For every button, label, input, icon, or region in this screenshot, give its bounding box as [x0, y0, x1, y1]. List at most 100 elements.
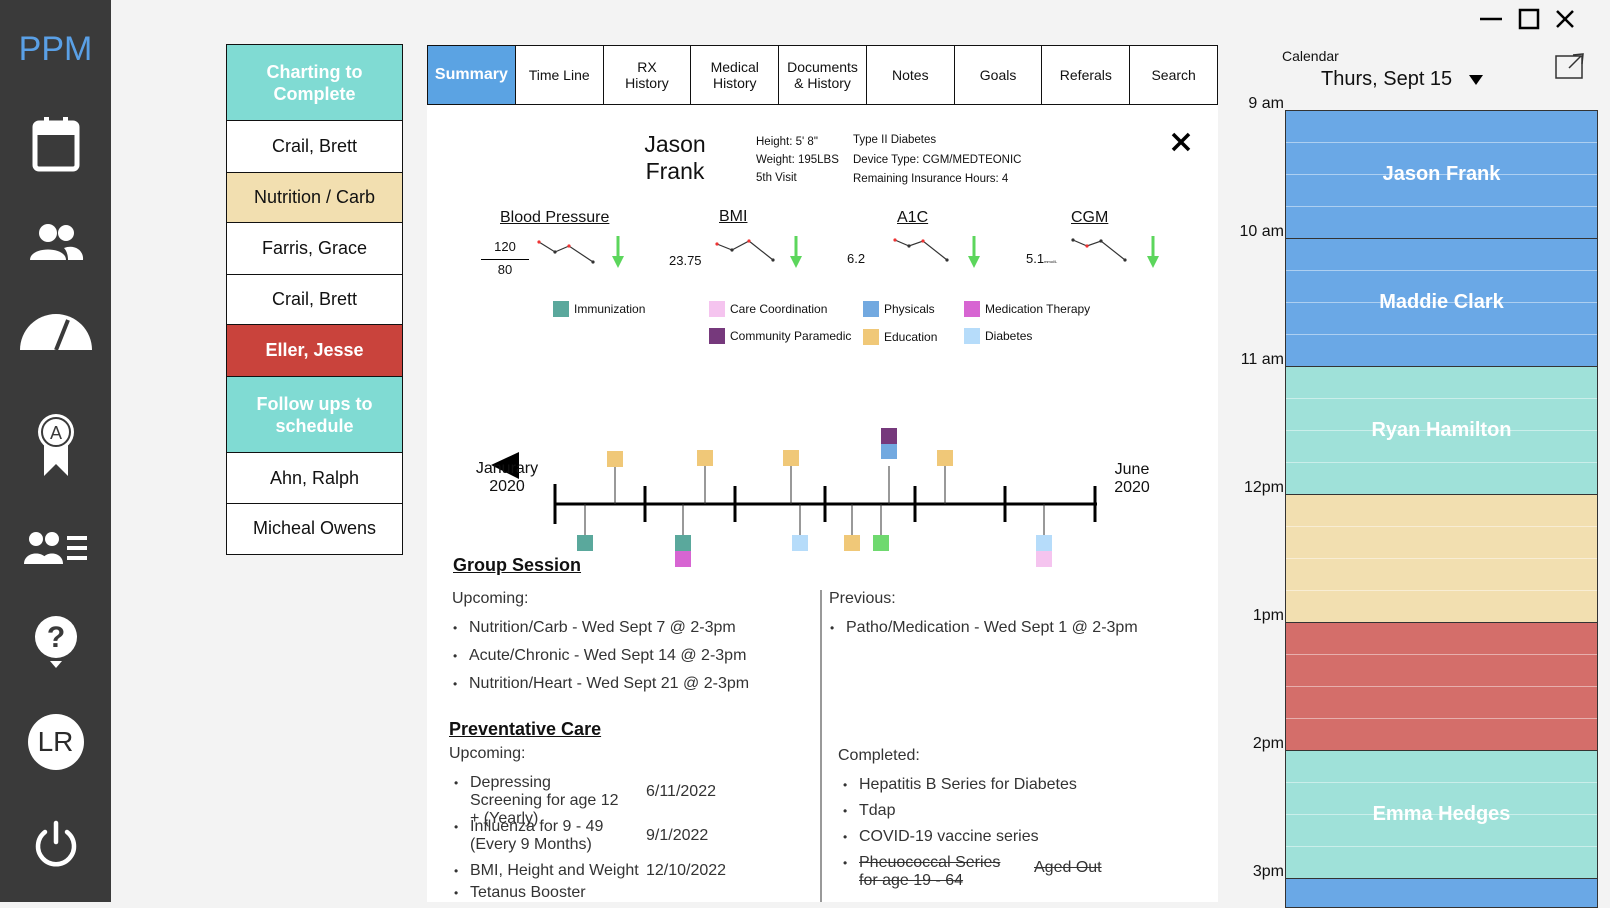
patient-name: Jason Frank	[628, 131, 722, 185]
queue-item[interactable]: Farris, Grace	[226, 222, 403, 275]
bp-trend-arrow-icon	[612, 236, 624, 268]
timeline-event[interactable]	[675, 535, 691, 551]
patient-height: Height: 5' 8"	[756, 136, 818, 148]
tab-summary[interactable]: Summary	[428, 46, 516, 104]
timeline-event[interactable]	[844, 535, 860, 551]
tab-medical-history[interactable]: Medical History	[691, 46, 780, 104]
appointment-block[interactable]	[1285, 878, 1598, 908]
legend-medication-therapy: Medication Therapy	[964, 301, 1090, 317]
tab-search[interactable]: Search	[1130, 46, 1218, 104]
group-previous-list: Patho/Medication - Wed Sept 1 @ 2-3pm	[830, 619, 1200, 637]
timeline-event[interactable]	[937, 450, 953, 466]
tab-goals[interactable]: Goals	[954, 46, 1043, 104]
list-item: Depressing Screening for age 12 + (Yearl…	[454, 774, 624, 827]
timeline-event[interactable]	[792, 535, 808, 551]
maximize-icon[interactable]	[1518, 8, 1540, 30]
timeline-event[interactable]	[675, 551, 691, 567]
logout-button[interactable]	[0, 820, 111, 868]
timeline-event[interactable]	[577, 535, 593, 551]
tab-label: RX History	[625, 59, 669, 91]
group-upcoming-list: Nutrition/Carb - Wed Sept 7 @ 2-3pm Acut…	[453, 619, 813, 693]
appointment-block[interactable]: Emma Hedges	[1285, 750, 1598, 879]
legend-swatch	[553, 301, 569, 317]
queue-item[interactable]: Crail, Brett	[226, 273, 403, 326]
queue-item[interactable]: Eller, Jesse	[226, 324, 403, 377]
timeline-event[interactable]	[1036, 535, 1052, 551]
tab-label: Medical History	[710, 59, 759, 91]
calendar-panel: Calendar Thurs, Sept 15 9 am 10 am 11 am…	[1234, 0, 1610, 908]
timeline-event[interactable]	[873, 535, 889, 551]
preventative-care-title: Preventative Care	[449, 719, 602, 739]
timeline-prev-arrow-icon[interactable]	[491, 452, 519, 479]
group-upcoming-label: Upcoming:	[452, 590, 529, 607]
timeline-event[interactable]	[607, 451, 623, 467]
tab-label: Documents & History	[787, 59, 858, 91]
tab-documents[interactable]: Documents & History	[779, 46, 867, 104]
appointment-block[interactable]: Maddie Clark	[1285, 238, 1598, 367]
hour-label: 12pm	[1243, 479, 1284, 496]
queue-item[interactable]: Crail, Brett	[226, 120, 403, 173]
patients-icon	[29, 224, 83, 260]
group-previous-label: Previous:	[829, 590, 896, 607]
appointment-block[interactable]: Ryan Hamilton	[1285, 366, 1598, 495]
patient-insurance: Remaining Insurance Hours: 4	[853, 173, 1009, 185]
cgm-trend-arrow-icon	[1147, 236, 1159, 268]
cgm-unit: mmol/L	[1044, 259, 1058, 264]
avatar: LR	[27, 714, 84, 770]
appointment-block[interactable]: Jason Frank	[1285, 110, 1598, 239]
tab-timeline[interactable]: Time Line	[515, 46, 604, 104]
appointment-block[interactable]	[1285, 622, 1598, 751]
calendar-nav-button[interactable]	[0, 115, 111, 173]
a1c-title: A1C	[897, 209, 929, 226]
event-timeline	[491, 428, 1097, 567]
tab-rx-history[interactable]: RX History	[603, 46, 692, 104]
cgm-value: 5.1mmol/L	[1026, 251, 1057, 266]
achievements-nav-button[interactable]: A	[0, 412, 111, 478]
prev-upcoming-list: Depressing Screening for age 12 + (Yearl…	[454, 774, 639, 902]
timeline-end-label: June 2020	[1114, 461, 1150, 496]
legend-label: Physicals	[884, 302, 935, 316]
bp-diastolic: 80	[497, 262, 513, 277]
app-logo: PPM	[18, 30, 93, 68]
legend-swatch	[964, 301, 980, 317]
hour-label: 1pm	[1252, 607, 1284, 624]
close-window-icon[interactable]	[1554, 8, 1576, 30]
profile-avatar-button[interactable]: LR	[0, 714, 111, 770]
legend-physicals: Physicals	[863, 301, 935, 317]
queue-item[interactable]: Micheal Owens	[226, 502, 403, 555]
close-button[interactable]	[1170, 131, 1192, 158]
appointment-block[interactable]	[1285, 494, 1598, 623]
close-icon	[1171, 132, 1191, 152]
legend-swatch	[709, 301, 725, 317]
legend-label: Immunization	[574, 302, 646, 316]
legend-immunization: Immunization	[553, 301, 645, 317]
timeline-event[interactable]	[881, 444, 897, 459]
minimize-icon[interactable]	[1478, 9, 1504, 29]
expand-calendar-button[interactable]	[1555, 52, 1585, 85]
queue-item[interactable]: Ahn, Ralph	[226, 452, 403, 504]
queue-item[interactable]: Nutrition / Carb	[226, 171, 403, 224]
due-date: 6/11/2022	[646, 783, 716, 800]
list-item: Tetanus Booster	[454, 884, 624, 902]
timeline-event[interactable]	[1036, 551, 1052, 567]
cgm-number: 5.1	[1026, 251, 1045, 266]
bmi-title: BMI	[719, 208, 748, 225]
patient-last-name: Frank	[645, 158, 705, 184]
legend-community-paramedic: Community Paramedic	[709, 328, 851, 344]
date-selector[interactable]: Thurs, Sept 15	[1321, 68, 1484, 91]
tab-referals[interactable]: Referals	[1042, 46, 1131, 104]
legend-label: Medication Therapy	[985, 302, 1091, 316]
cgm-title: CGM	[1071, 209, 1109, 226]
patients-nav-button[interactable]	[0, 222, 111, 262]
tab-notes[interactable]: Notes	[866, 46, 955, 104]
timeline-event[interactable]	[697, 450, 713, 466]
award-letter: A	[49, 423, 61, 443]
timeline-event[interactable]	[881, 428, 897, 444]
help-nav-button[interactable]: ?	[0, 615, 111, 669]
groups-nav-button[interactable]	[0, 530, 111, 566]
award-icon: A	[37, 414, 74, 476]
timeline-event[interactable]	[783, 450, 799, 466]
hour-label: 11 am	[1240, 351, 1284, 368]
legend-swatch	[863, 329, 879, 345]
dashboard-nav-button[interactable]	[0, 312, 111, 352]
